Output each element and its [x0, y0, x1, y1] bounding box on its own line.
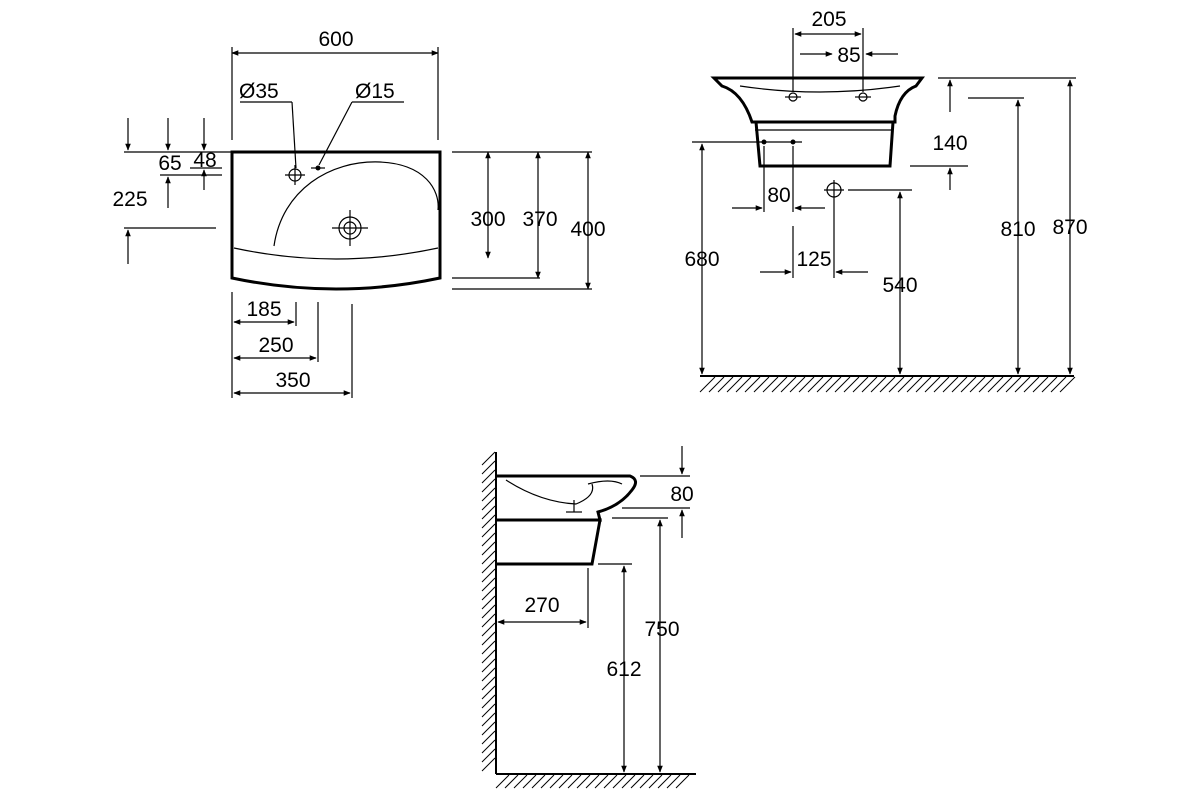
fixing-hole-icon: [752, 139, 802, 145]
side-dim-750-label: 750: [644, 618, 679, 641]
top-view: 600 Ø35 Ø15 65 48 225 300 370 400: [112, 28, 606, 398]
dim-185-label: 185: [246, 298, 281, 321]
dim-870-label: 870: [1052, 216, 1087, 239]
dim-225-label: 225: [112, 188, 147, 211]
dim-350-label: 350: [275, 369, 310, 392]
dim-125-label: 125: [796, 248, 831, 271]
dim-300-label: 300: [470, 208, 505, 231]
pedestal-side: [496, 518, 602, 566]
floor-hatch-side: [495, 774, 690, 789]
tap-hole-front-icon: [785, 92, 871, 102]
dim-80-label: 80: [767, 184, 790, 207]
dim-680-label: 680: [684, 248, 719, 271]
basin-outline-front: [710, 76, 925, 124]
dim-d15-label: Ø15: [355, 80, 395, 103]
side-dim-80-label: 80: [670, 483, 693, 506]
dim-810-label: 810: [1000, 218, 1035, 241]
dim-d35-label: Ø35: [239, 80, 279, 103]
side-dim-612-label: 612: [606, 658, 641, 681]
wall-hatch: [481, 451, 496, 772]
dim-600-label: 600: [318, 28, 353, 51]
tap-hole-large-icon: [285, 165, 305, 185]
bowl-curve: [273, 161, 439, 247]
dim-400-label: 400: [570, 218, 605, 241]
dim-65-label: 65: [158, 152, 181, 175]
dim-540-label: 540: [882, 274, 917, 297]
dim-48-label: 48: [193, 149, 216, 172]
drain-icon: [332, 210, 368, 246]
dim-250-label: 250: [258, 334, 293, 357]
dim-205-label: 205: [811, 8, 846, 31]
basin-outline-top: [230, 150, 442, 291]
dim-140-label: 140: [932, 132, 967, 155]
dim-370-label: 370: [522, 208, 557, 231]
floor-hatch-front: [699, 376, 1076, 393]
basin-inner-rim: [233, 247, 439, 260]
side-view: 80 270 750 612: [481, 446, 696, 789]
front-view: 205 85 140 80 125 680 540 810: [684, 8, 1088, 393]
waste-outlet-icon: [824, 180, 844, 200]
side-dim-270-label: 270: [524, 594, 559, 617]
pedestal-front: [754, 121, 895, 168]
tap-hole-small-icon: [311, 165, 325, 171]
basin-profile-side: [496, 474, 637, 522]
dim-85-label: 85: [837, 44, 860, 67]
